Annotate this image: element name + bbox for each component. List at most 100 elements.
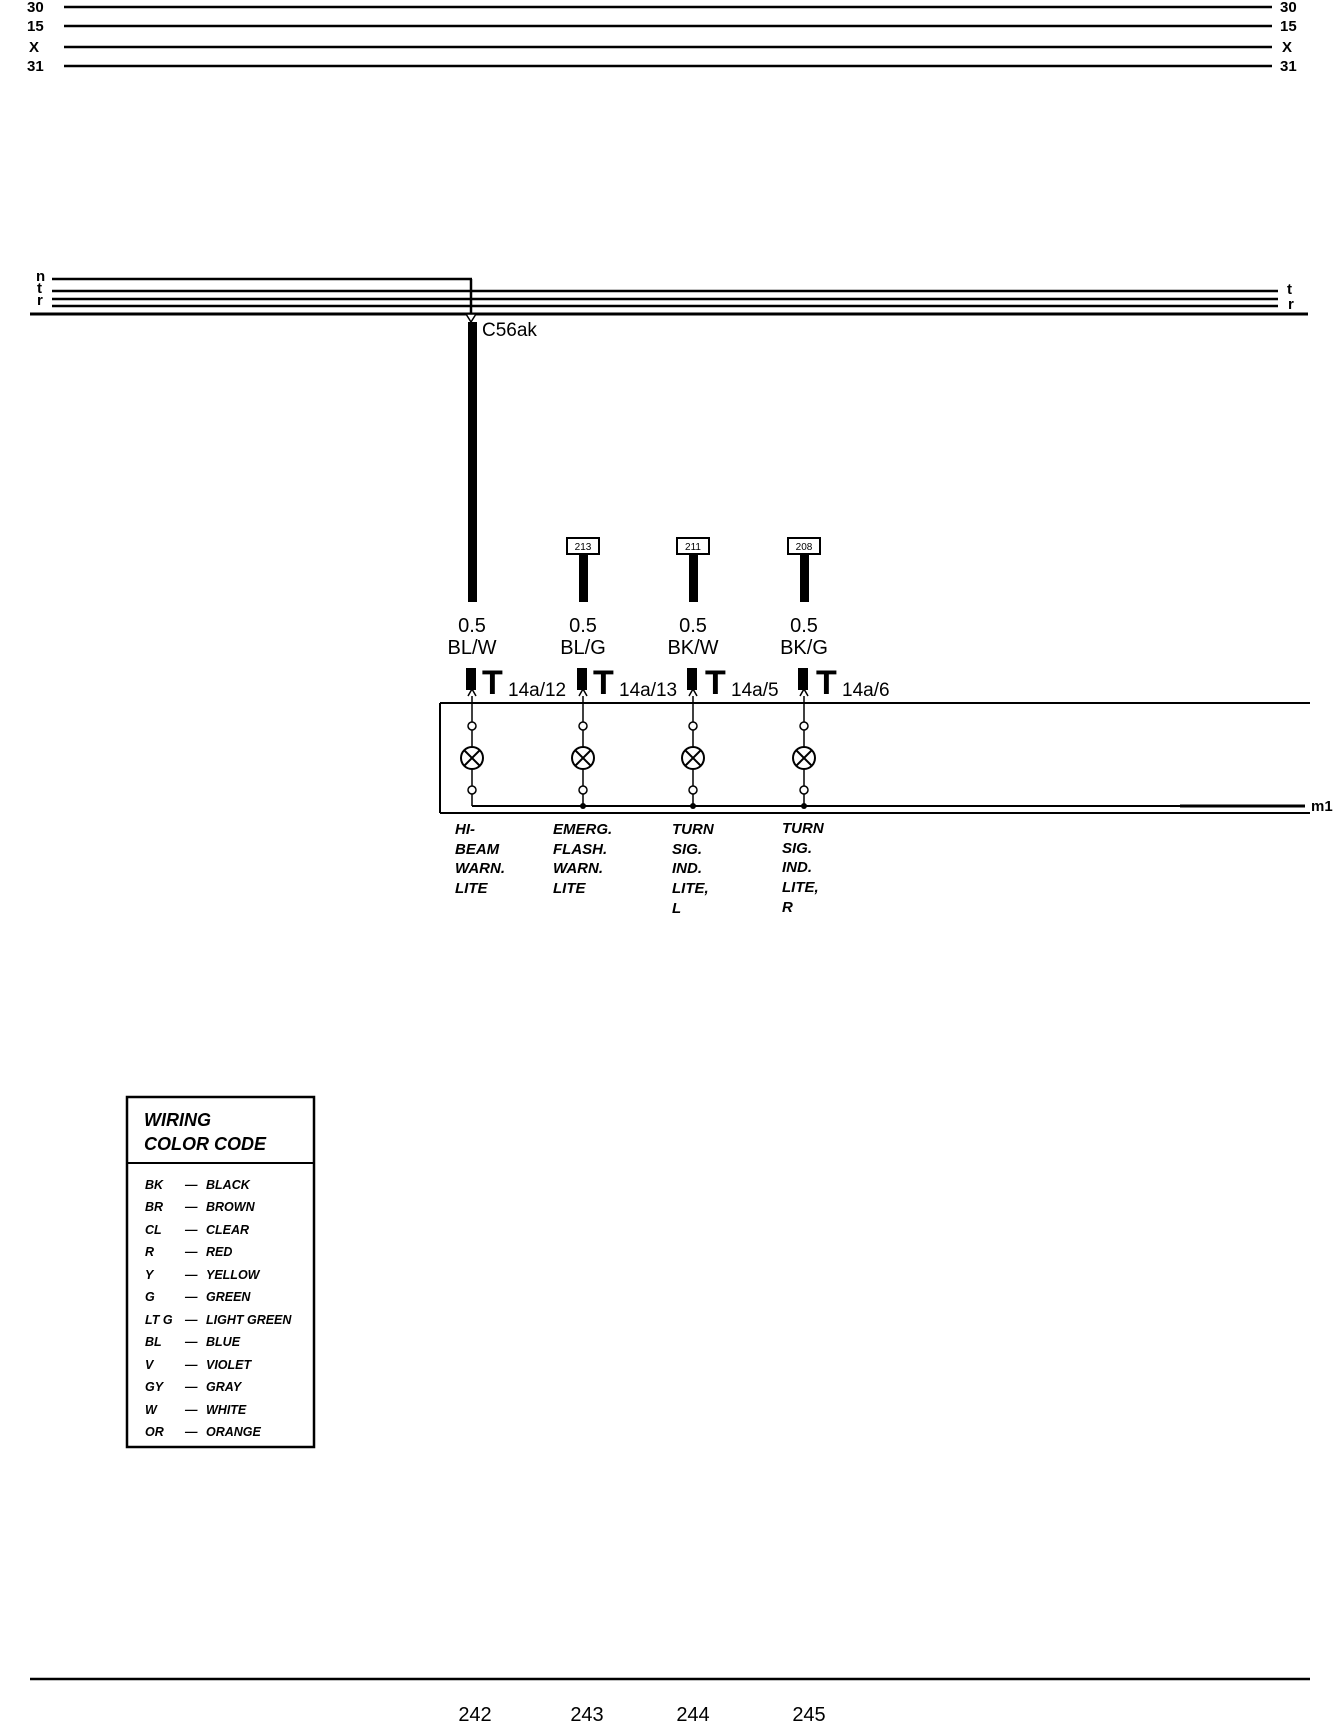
connector-t-1: T [482,664,503,702]
connector-pin-3: 14a/5 [731,680,779,701]
connector-arrow-3 [688,687,698,697]
legend-name-w: WHITE [206,1403,247,1417]
legend-name-r: RED [206,1245,232,1259]
lamp-3-description: TURN SIG. IND. LITE, L [672,821,718,917]
lamp-4-terminal-top [799,721,809,731]
legend-name-bl: BLUE [206,1335,241,1349]
lamp-4-description: TURN SIG. IND. LITE, R [782,820,828,916]
legend-code-w: W [145,1403,158,1417]
legend-name-y: YELLOW [206,1268,261,1282]
connector-t-3: T [705,664,726,702]
legend-code-y: Y [145,1268,155,1282]
bus-x-label-left: X [29,39,39,56]
connector-14a-13: T 14a/13 [577,664,677,702]
legend-dash-lt-g: — [184,1313,198,1327]
legend-name-or: ORANGE [206,1425,262,1439]
legend-name-cl: CLEAR [206,1223,249,1237]
gauge-label-1: 0.5 [458,615,486,637]
gauge-label-2: 0.5 [569,615,597,637]
legend-code-bl: BL [145,1335,162,1349]
harness-label-t-right: t [1287,281,1292,298]
wire-bk-g [800,554,809,602]
legend-rows: BK — BLACK BR — BROWN CL — CLEAR R — RED… [145,1178,292,1439]
legend-dash-y: — [184,1268,198,1282]
connector-14a-5: T 14a/5 [687,664,779,702]
ground-label-m1: m1 [1311,798,1333,815]
legend-name-br: BROWN [206,1200,256,1214]
lamp-1-line-3: WARN. [455,860,505,877]
connector-pin-4: 14a/6 [842,680,890,701]
lamp-3-terminal-bottom [688,785,698,795]
connector-t-4: T [816,664,837,702]
lamp-4-line-2: SIG. [782,840,812,857]
lamp-descriptions: HI- BEAM WARN. LITE EMERG. FLASH. WARN. … [455,820,828,917]
legend-dash-v: — [184,1358,198,1372]
cluster-box [439,702,1310,814]
connector-14a-6: T 14a/6 [798,664,890,702]
legend-name-g: GREEN [206,1290,251,1304]
legend-dash-or: — [184,1425,198,1439]
legend-name-lt-g: LIGHT GREEN [206,1313,292,1327]
lamp-4-line-1: TURN [782,820,825,837]
lamp-1-line-4: LITE [455,880,488,897]
legend-code-r: R [145,1245,154,1259]
wire-bl-g [579,554,588,602]
connector-14a-12: T 14a/12 [466,664,566,702]
bus-31-label-left: 31 [27,58,44,75]
connector-row: T 14a/12 T 14a/13 T 14a/5 T 14a/6 [466,664,890,702]
harness-label-r: r [37,292,43,309]
bus-31: 31 31 [27,58,1297,75]
color-label-3: BK/W [667,637,718,659]
legend-dash-bk: — [184,1178,198,1192]
legend-name-gy: GRAY [206,1380,243,1394]
gauge-label-3: 0.5 [679,615,707,637]
legend-dash-r: — [184,1245,198,1259]
footer: 242 243 244 245 [30,1677,1310,1726]
lamp-3-line-1: TURN [672,821,715,838]
legend-dash-cl: — [184,1223,198,1237]
connector-pin-1: 14a/12 [508,680,566,701]
legend-code-cl: CL [145,1223,162,1237]
lamp-3-line-5: L [672,900,681,917]
lamp-1-cross-b [463,749,481,767]
splice-arrow [464,313,478,324]
legend-name-bk: BLACK [206,1178,251,1192]
legend-code-gy: GY [145,1380,165,1394]
wire-labels: 0.5 BL/W 0.5 BL/G 0.5 BK/W 0.5 BK/G [448,615,828,659]
legend-dash-g: — [184,1290,198,1304]
harness-label-r-right: r [1288,296,1294,313]
ref-box-211-label: 211 [685,542,701,553]
lamp-2-line-1: EMERG. [553,821,612,838]
connector-pin-block-2 [577,668,587,690]
lamp-turn-right [792,696,816,809]
connector-arrow-2 [578,687,588,697]
legend-title-line-2: COLOR CODE [144,1134,267,1154]
lamp-4-line-3: IND. [782,859,812,876]
lamp-3-cross-b [684,749,702,767]
wire-bl-w [468,322,477,602]
footer-ref-245: 245 [792,1704,825,1726]
gauge-label-4: 0.5 [790,615,818,637]
footer-ref-243: 243 [570,1704,603,1726]
lamp-2-description: EMERG. FLASH. WARN. LITE [553,821,616,897]
color-label-1: BL/W [448,637,497,659]
lamp-1-line-1: HI- [455,821,475,838]
wire-bk-w [689,554,698,602]
lamp-2-terminal-bottom [578,785,588,795]
lamp-3-line-3: IND. [672,860,702,877]
connector-arrow-4 [799,687,809,697]
connector-pin-block-3 [687,668,697,690]
lamp-2-line-4: LITE [553,880,586,897]
bus-30: 30 30 [27,0,1297,16]
footer-ref-242: 242 [458,1704,491,1726]
color-label-2: BL/G [560,637,606,659]
bus-15: 15 15 [27,18,1297,35]
lamp-3-terminal-top [688,721,698,731]
legend-box [125,1095,316,1449]
lamp-4-terminal-bottom [799,785,809,795]
legend-dash-br: — [184,1200,198,1214]
lamp-turn-left [681,696,705,809]
connector-t-2: T [593,664,614,702]
connector-pin-2: 14a/13 [619,680,677,701]
